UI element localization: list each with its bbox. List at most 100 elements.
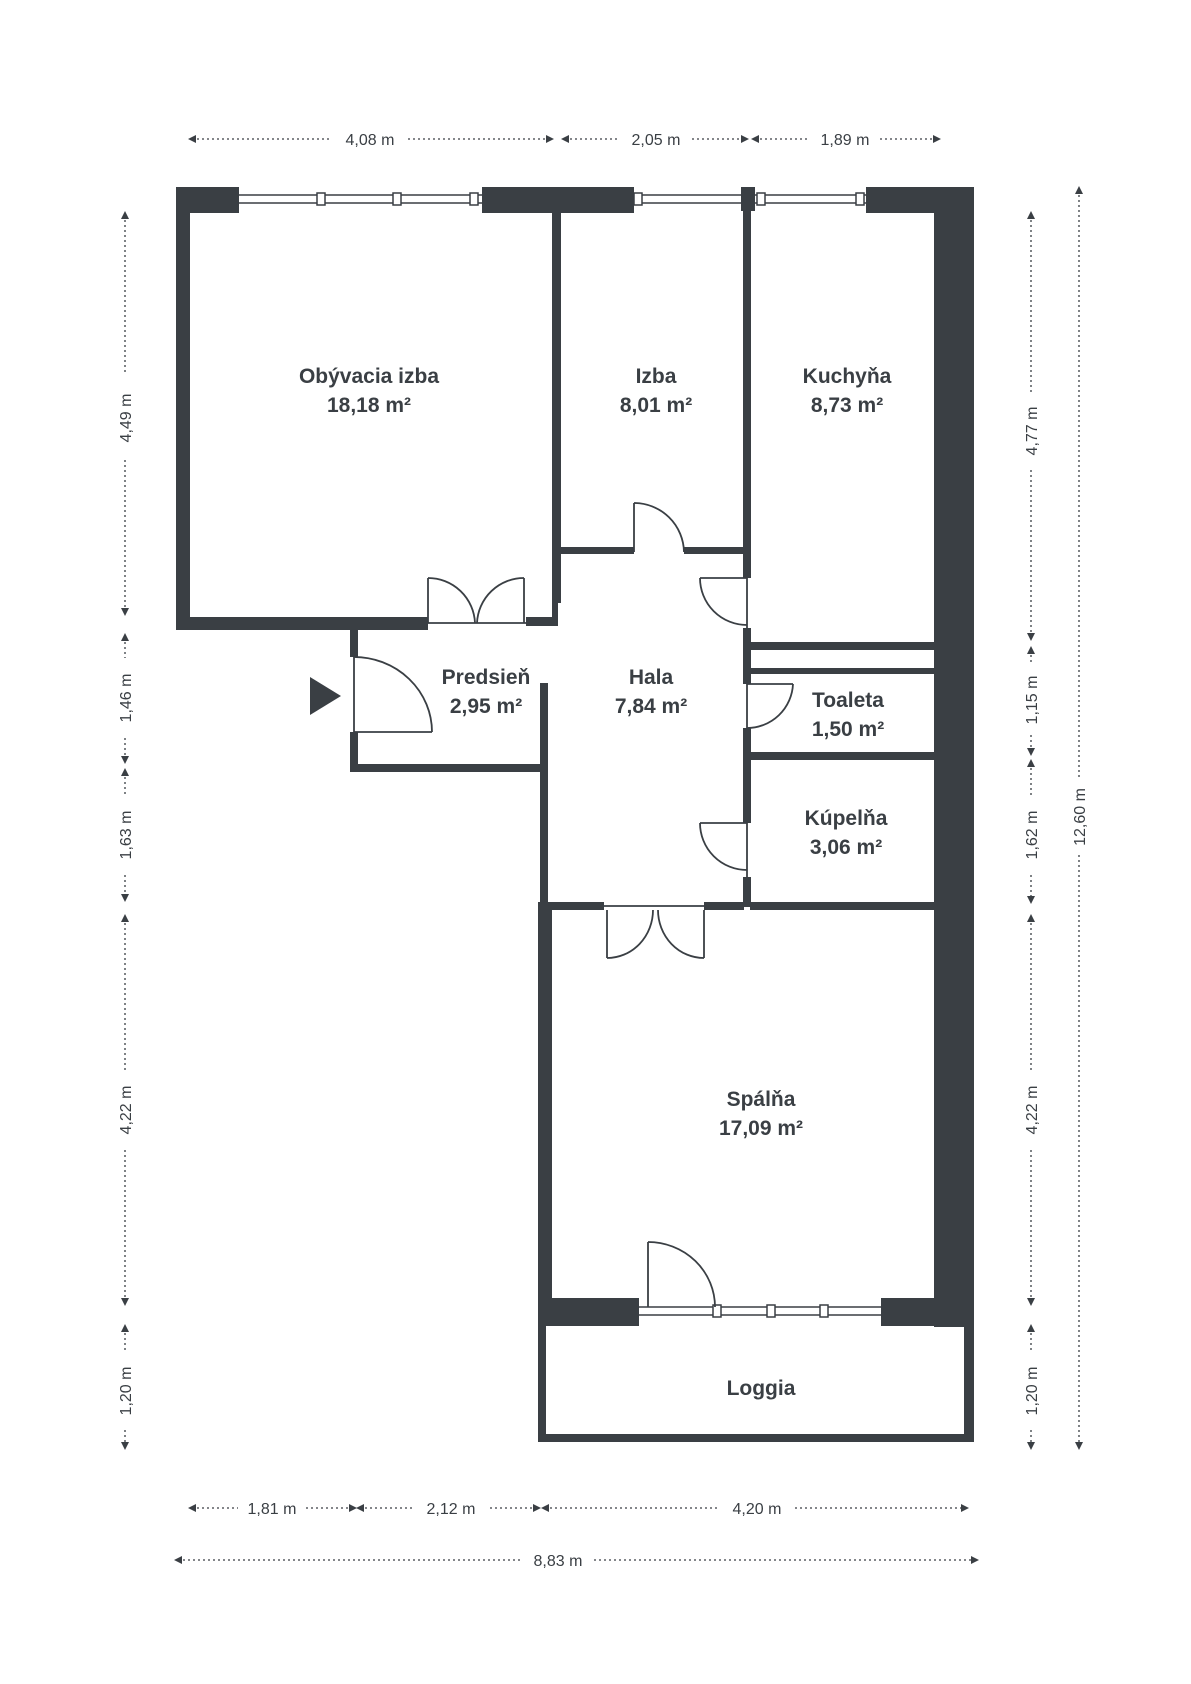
wall-living-right [552,187,561,603]
wall-hall-right-mid1 [743,628,751,684]
room-toilet-area: 1,50 m² [812,718,884,741]
dimensions: 4,08 m 2,05 m 1,89 m 1,81 m 2,12 m 4,20 … [118,132,1089,1570]
wall-living-bottom-left [176,617,428,630]
door-entrance[interactable] [353,656,433,733]
dim-right-1-label: 4,77 m [1024,407,1041,456]
dim-total-height: 12,60 m [1072,190,1089,1446]
wall-toilet-bottom [750,752,935,760]
dim-top-1: 4,08 m [192,132,550,149]
door-living-double[interactable] [427,577,526,624]
entrance-arrow-icon [310,677,341,715]
door-toilet[interactable] [746,683,794,729]
room-kitchen-area: 8,73 m² [811,394,883,417]
dim-left-4: 4,22 m [118,918,135,1302]
wall-hall-right-top [743,553,751,578]
wall-living-right-lower [552,603,558,626]
window-kitchen [755,192,866,206]
dim-bottom-3: 4,20 m [545,1501,965,1518]
wall-bedroom-bottom-right [881,1298,974,1326]
room-izba-name: Izba [636,365,677,388]
dim-right-1: 4,77 m [1024,215,1041,637]
dim-top-2: 2,05 m [565,132,745,149]
wall-mullion [741,187,755,211]
dim-left-2: 1,46 m [118,637,135,760]
wall-izba-bottom-right [684,547,743,554]
dim-right-2-label: 1,15 m [1024,676,1041,725]
dim-top-2-label: 2,05 m [632,132,681,149]
room-izba-area: 8,01 m² [620,394,692,417]
dim-total-width: 8,83 m [178,1553,975,1570]
wall-loggia-bottom [538,1434,974,1442]
door-bedroom-double[interactable] [604,905,705,959]
dim-bottom-2-label: 2,12 m [427,1501,476,1518]
room-bedroom-name: Spálňa [727,1088,796,1111]
dim-total-height-label: 12,60 m [1072,788,1089,846]
dim-right-4: 4,22 m [1024,918,1041,1302]
wall-bedroom-top-right [704,902,744,910]
wall-izba-top [550,187,634,213]
dim-right-3-label: 1,62 m [1024,811,1041,860]
wall-hall-right-bottom [743,877,751,907]
room-labels: Obývacia izba 18,18 m² Izba 8,01 m² Kuch… [299,365,892,1400]
dim-left-5-label: 1,20 m [118,1367,135,1416]
wall-living-left [176,187,190,630]
wall-bath-bottom [750,902,935,910]
dim-bottom-1: 1,81 m [192,1501,353,1518]
dim-total-width-label: 8,83 m [534,1553,583,1570]
wall-bedroom-bottom-left [538,1298,639,1326]
dim-left-3-label: 1,63 m [118,811,135,860]
dim-bottom-2: 2,12 m [360,1501,537,1518]
windows [239,192,881,1318]
wall-entry-left-bottom [350,732,358,772]
door-izba[interactable] [633,502,685,553]
dim-right-3: 1,62 m [1024,763,1041,900]
wall-bedroom-top-left [538,902,604,910]
wall-izba-bottom-left [561,547,634,554]
wall-hall-right-mid2 [743,728,751,823]
wall-kitchen-bottom-2 [750,668,935,674]
door-loggia[interactable] [647,1241,716,1308]
wall-loggia-left [538,1326,546,1442]
dim-left-1: 4,49 m [118,215,135,612]
dim-arrowheads [121,135,1083,1564]
window-bedroom [639,1304,881,1318]
dim-left-5: 1,20 m [118,1328,135,1446]
dim-left-4-label: 4,22 m [118,1086,135,1135]
dim-left-1-label: 4,49 m [118,394,135,443]
wall-entry-left-top [350,617,358,657]
room-living-area: 18,18 m² [327,394,411,417]
dim-bottom-3-label: 4,20 m [733,1501,782,1518]
wall-entry-bottom [350,764,548,772]
room-hall-area: 7,84 m² [615,695,687,718]
dim-left-2-label: 1,46 m [118,674,135,723]
wall-bedroom-left [538,902,552,1326]
room-bathroom-name: Kúpelňa [805,807,888,830]
dim-top-1-label: 4,08 m [346,132,395,149]
dim-right-5-label: 1,20 m [1024,1367,1041,1416]
dim-top-3: 1,89 m [755,132,937,149]
dim-right-2: 1,15 m [1024,650,1041,752]
walls [176,187,974,1442]
door-bathroom[interactable] [699,822,748,877]
room-bedroom-area: 17,09 m² [719,1117,803,1140]
room-bathroom-area: 3,06 m² [810,836,882,859]
doors [353,502,794,1308]
window-izba [633,192,741,206]
dim-left-3: 1,63 m [118,772,135,898]
wall-loggia-right [964,1326,974,1442]
wall-izba-right [743,187,751,553]
door-kitchen[interactable] [699,577,748,628]
wall-kitchen-bottom [750,642,935,650]
room-entry-name: Predsieň [442,666,531,689]
wall-living-top-right [482,187,550,213]
dim-right-4-label: 4,22 m [1024,1086,1041,1135]
room-living-name: Obývacia izba [299,365,439,388]
window-living [239,192,482,206]
wall-living-bottom-right [526,617,558,626]
dim-top-3-label: 1,89 m [821,132,870,149]
dim-bottom-1-label: 1,81 m [248,1501,297,1518]
wall-east-thick [934,187,974,1327]
room-toilet-name: Toaleta [812,689,884,712]
room-kitchen-name: Kuchyňa [803,365,892,388]
